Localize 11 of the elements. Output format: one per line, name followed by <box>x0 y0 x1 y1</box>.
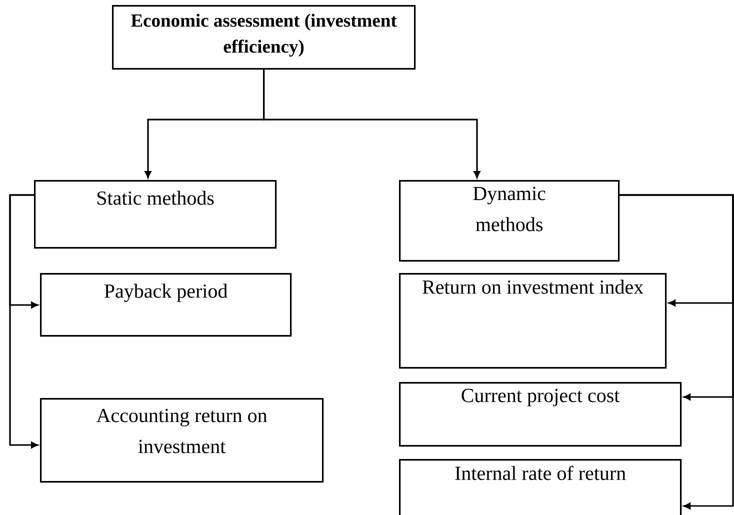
arrow <box>620 194 734 510</box>
method-box: Dynamic methods <box>399 180 620 262</box>
arrow <box>263 70 480 178</box>
arrow <box>9 194 38 448</box>
indicator-box: Payback period <box>40 273 292 337</box>
indicator-box: Accounting return on investment <box>40 398 324 483</box>
method-box: Static methods <box>34 180 277 249</box>
indicator-box: Current project cost <box>399 382 682 447</box>
heading-box: Economic assessment (investment efficiency) <box>112 5 416 70</box>
indicator-box: Internal rate of return <box>399 459 682 515</box>
indicator-box: Return on investment index <box>399 273 667 369</box>
